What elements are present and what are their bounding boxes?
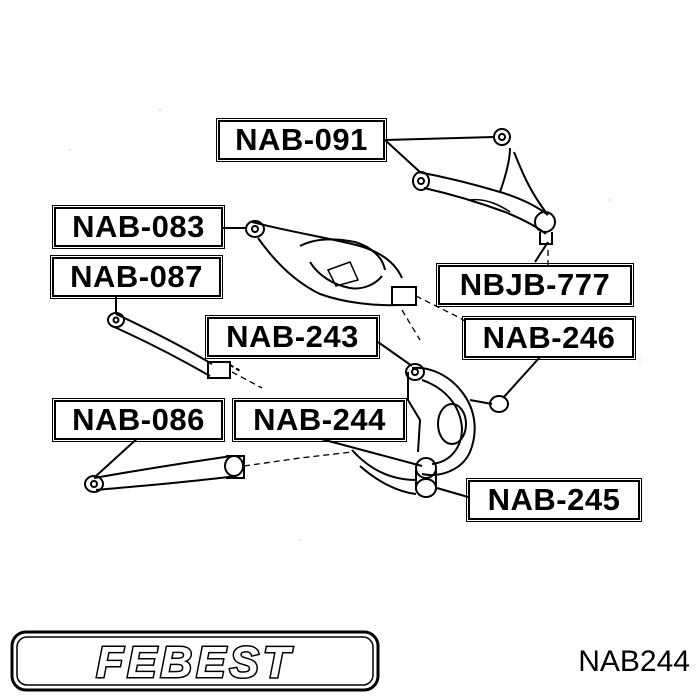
label-nbjb-777: NBJB-777: [436, 263, 634, 307]
upper-control-arm: [412, 128, 556, 245]
part-number: NAB244: [578, 645, 690, 678]
knuckle: [351, 363, 509, 498]
febest-logo: FEBEST: [10, 630, 380, 692]
lower-link: [84, 455, 245, 493]
lateral-link: [107, 312, 243, 379]
label-nab-244: NAB-244: [232, 398, 407, 442]
label-nab-091: NAB-091: [216, 118, 387, 162]
lower-control-arm: [245, 220, 417, 307]
dashed-lines: [231, 250, 549, 467]
background-marks: [69, 109, 641, 541]
febest-logo-text: FEBEST: [96, 638, 294, 687]
label-nab-245: NAB-245: [466, 478, 642, 522]
label-nab-243: NAB-243: [205, 315, 380, 359]
label-nab-246: NAB-246: [462, 316, 636, 360]
label-nab-086: NAB-086: [52, 398, 225, 442]
label-nab-087: NAB-087: [50, 255, 223, 299]
leader-lines: [95, 136, 549, 498]
label-nab-083: NAB-083: [52, 205, 225, 249]
